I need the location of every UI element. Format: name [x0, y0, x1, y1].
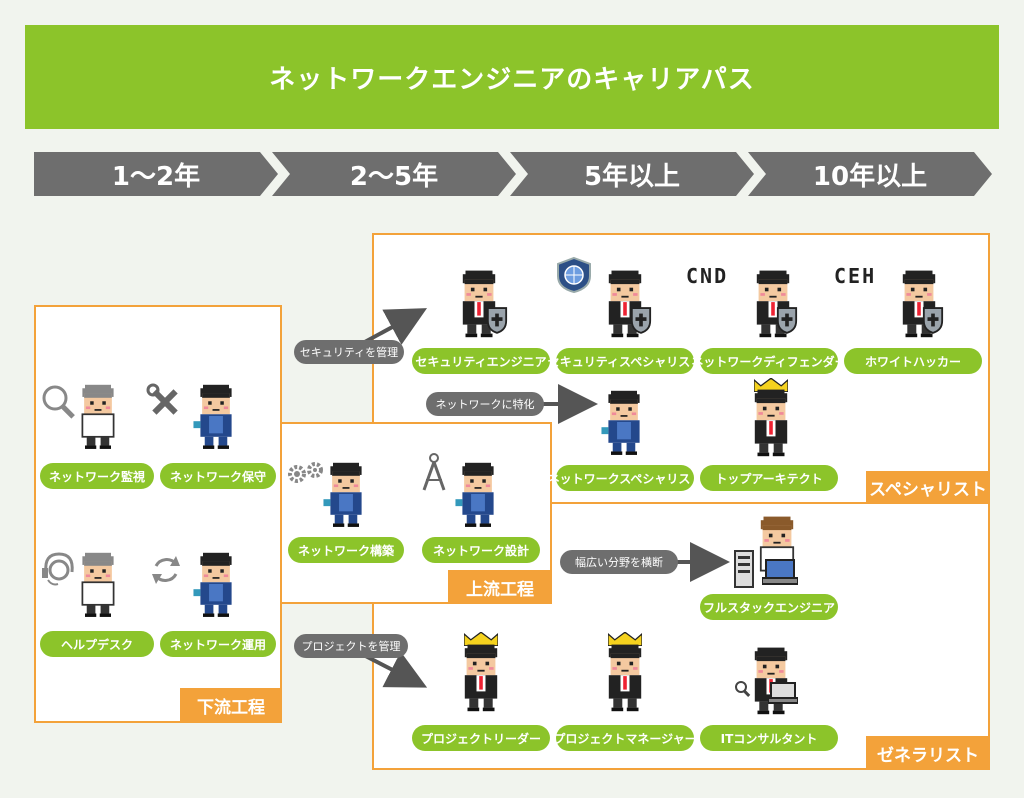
- role-design[interactable]: ネットワーク設計: [422, 537, 540, 563]
- downstream-box: [34, 305, 282, 723]
- cnd-logo-text: CND: [686, 264, 729, 288]
- server-icon: [734, 550, 754, 588]
- role-maintenance[interactable]: ネットワーク保守: [160, 463, 276, 489]
- stage-5-plus-years: 5年以上: [510, 152, 754, 196]
- role-top-architect[interactable]: トップアーキテクト: [700, 465, 838, 491]
- role-security-specialist[interactable]: セキュリティスペシャリスト: [548, 348, 702, 374]
- stage-1-2-years: 1〜2年: [34, 152, 278, 196]
- role-project-leader[interactable]: プロジェクトリーダー: [412, 725, 550, 751]
- compass-icon: [420, 452, 448, 492]
- it-consultant-person-icon: [744, 644, 798, 716]
- helpdesk-person-icon: [72, 546, 124, 622]
- shield-icon: [922, 306, 944, 334]
- ceh-logo: CEH: [834, 264, 876, 288]
- transition-cross-fields: 幅広い分野を横断: [560, 550, 678, 574]
- transition-manage-project: プロジェクトを管理: [294, 634, 408, 658]
- specialist-tag: スペシャリスト: [866, 471, 990, 504]
- downstream-tag: 下流工程: [180, 688, 282, 723]
- upstream-tag: 上流工程: [448, 570, 552, 604]
- headset-icon: [40, 550, 78, 590]
- network-specialist-person-icon: [598, 384, 650, 460]
- generalist-tag: ゼネラリスト: [866, 736, 990, 770]
- construction-person-icon: [320, 456, 372, 532]
- role-network-defender[interactable]: ネットワークディフェンダー: [691, 348, 847, 374]
- operation-person-icon: [190, 546, 242, 622]
- refresh-icon: [148, 552, 184, 588]
- stage-10-plus-years: 10年以上: [748, 152, 992, 196]
- magnifier-icon: [40, 383, 80, 423]
- shield-icon: [776, 306, 798, 334]
- transition-specialize-network: ネットワークに特化: [426, 392, 544, 416]
- role-monitoring[interactable]: ネットワーク監視: [40, 463, 154, 489]
- role-project-manager[interactable]: プロジェクトマネージャー: [553, 725, 697, 751]
- project-manager-person-icon: [598, 640, 652, 714]
- laptop-icon: [768, 682, 798, 704]
- role-white-hacker[interactable]: ホワイトハッカー: [844, 348, 982, 374]
- role-helpdesk[interactable]: ヘルプデスク: [40, 631, 154, 657]
- page-title: ネットワークエンジニアのキャリアパス: [25, 25, 999, 129]
- ceh-logo-text: CEH: [834, 264, 877, 288]
- transition-manage-security: セキュリティを管理: [294, 340, 404, 364]
- tools-icon: [146, 383, 184, 421]
- project-leader-person-icon: [454, 640, 508, 714]
- role-it-consultant[interactable]: ITコンサルタント: [700, 725, 838, 751]
- role-security-engineer[interactable]: セキュリティエンジニア: [412, 348, 550, 374]
- shield-icon: [630, 306, 652, 334]
- role-network-specialist[interactable]: ネットワークスペシャリスト: [548, 465, 702, 491]
- gears-icon: [286, 460, 326, 492]
- role-construction[interactable]: ネットワーク構築: [288, 537, 404, 563]
- maintenance-person-icon: [190, 378, 242, 454]
- top-architect-person-icon: [744, 386, 798, 458]
- role-operation[interactable]: ネットワーク運用: [160, 631, 276, 657]
- magnifier-icon: [734, 680, 752, 698]
- globe-shield-icon: [556, 256, 592, 294]
- role-fullstack[interactable]: フルスタックエンジニア: [700, 594, 838, 620]
- design-person-icon: [452, 456, 504, 532]
- stage-2-5-years: 2〜5年: [272, 152, 516, 196]
- monitoring-person-icon: [72, 378, 124, 454]
- shield-icon: [486, 306, 508, 334]
- cnd-logo: CND: [686, 264, 728, 288]
- laptop-icon: [762, 558, 798, 586]
